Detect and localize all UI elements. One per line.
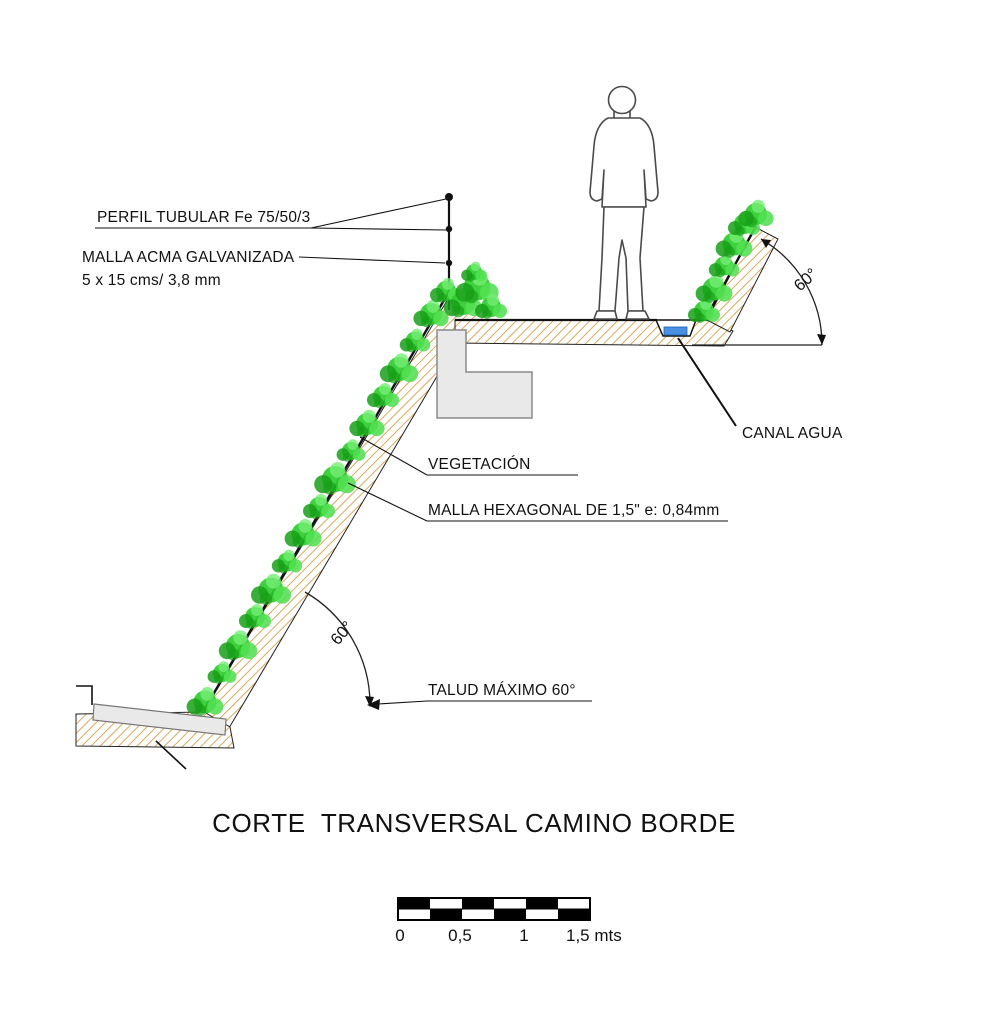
leader-talud (377, 700, 428, 705)
scale-segment (558, 909, 590, 920)
vegetation-left-slope (186, 278, 462, 716)
post-node (445, 225, 453, 233)
label-malla-acma-line1: MALLA ACMA GALVANIZADA (82, 249, 295, 266)
lower-road-detail (76, 685, 227, 770)
scale-tick-1: 1 (519, 926, 528, 945)
arc-arrowhead (817, 334, 826, 345)
leader-malla-hexagonal (347, 482, 428, 522)
annotations: PERFIL TUBULAR Fe 75/50/3 MALLA ACMA GAL… (82, 209, 843, 710)
person-shoe-right (625, 310, 650, 320)
canal-leader-line (677, 337, 737, 427)
channel-water (663, 326, 688, 336)
scale-tick-05: 0,5 (448, 926, 472, 945)
person-shoe-left (593, 310, 618, 320)
vegetation-bush (738, 199, 774, 228)
angle-arc-right (760, 238, 823, 346)
angle-label-left: 60° (327, 618, 357, 649)
label-canal-agua: CANAL AGUA (742, 425, 843, 442)
lower-diagonal-line (155, 740, 187, 770)
water-channel (654, 319, 737, 427)
arc-arrowhead (365, 696, 374, 707)
post-node (445, 193, 453, 201)
lower-slab (92, 703, 227, 736)
scale-tick-0: 0 (395, 926, 404, 945)
scale-tick-15: 1,5 mts (566, 926, 622, 945)
person-legs (598, 206, 645, 312)
angle-left-group: 60° (304, 591, 374, 707)
angle-arc-left (304, 591, 371, 706)
vegetation-bush (379, 353, 419, 384)
vegetation-bush (708, 253, 740, 278)
label-malla-acma-line2: 5 x 15 cms/ 3,8 mm (82, 272, 221, 289)
concrete-footing (436, 329, 533, 419)
scale-segment (430, 909, 462, 920)
scale-segment (462, 898, 494, 909)
person-torso (589, 117, 659, 208)
leader-vegetacion (359, 436, 428, 476)
label-talud-maximo: TALUD MÁXIMO 60° (428, 682, 576, 699)
leader-malla-acma (298, 256, 446, 264)
label-vegetacion: VEGETACIÓN (428, 456, 530, 473)
leader-perfil-bottom (310, 227, 447, 231)
leader-perfil-top (310, 198, 447, 229)
vegetation-bush (461, 261, 487, 282)
lower-step-line (76, 685, 93, 705)
arc-arrowhead (761, 239, 771, 248)
fence-post-group (298, 193, 453, 310)
label-perfil-tubular: PERFIL TUBULAR Fe 75/50/3 (97, 209, 310, 226)
leader-arrowhead (367, 699, 380, 710)
vegetation-bush (413, 299, 449, 328)
post-node (445, 259, 453, 267)
scale-segment (526, 898, 558, 909)
drawing-title: CORTE TRANSVERSAL CAMINO BORDE (212, 808, 736, 838)
scale-segment (398, 898, 430, 909)
scale-bar: 0 0,5 1 1,5 mts (395, 897, 622, 945)
vegetation-bush (349, 409, 385, 438)
person-figure (589, 85, 659, 320)
angle-label-right: 60° (791, 265, 822, 295)
scale-segment (494, 909, 526, 920)
person-head (607, 85, 637, 115)
label-malla-hexagonal: MALLA HEXAGONAL DE 1,5" e: 0,84mm (428, 502, 720, 519)
